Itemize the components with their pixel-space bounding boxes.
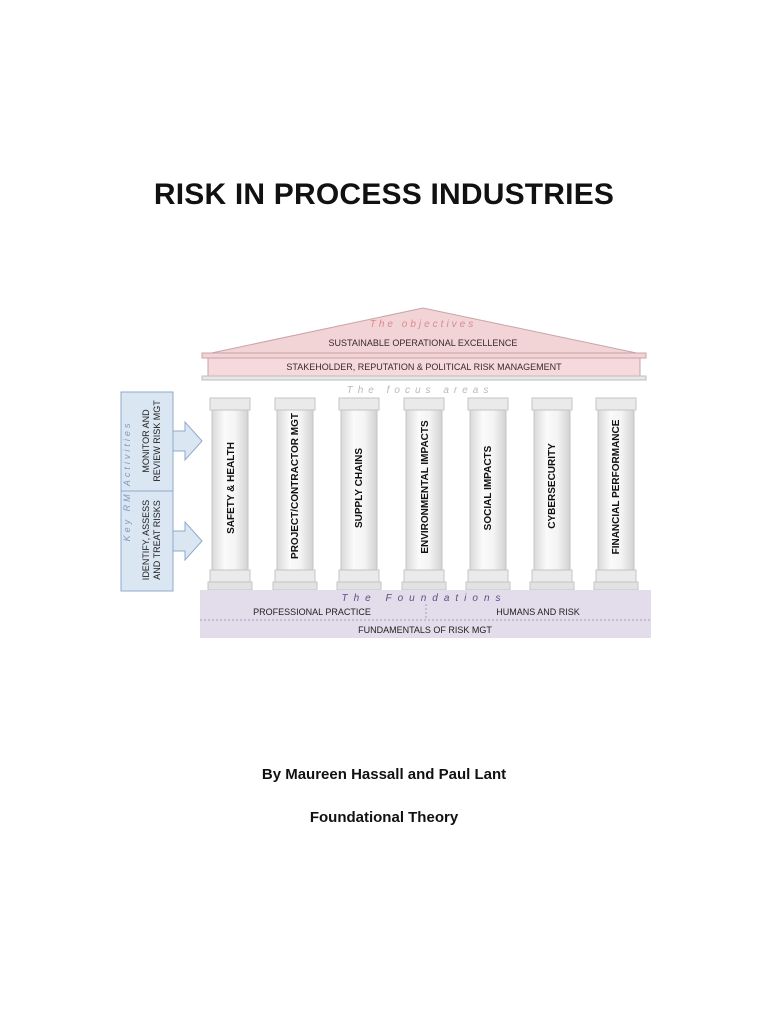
- pillar-label: FINANCIAL PERFORMANCE: [611, 419, 622, 554]
- pillar-financial-performance: FINANCIAL PERFORMANCE: [593, 397, 639, 591]
- pillar-label: PROJECT/CONTRACTOR MGT: [290, 413, 301, 559]
- subtitle: Foundational Theory: [309, 809, 459, 826]
- pillars-group: SAFETY & HEALTH PROJECT/CONTRACTOR MGT S…: [207, 397, 639, 591]
- activity-monitor-line1: MONITOR AND: [141, 409, 151, 473]
- pillar-label: SOCIAL IMPACTS: [483, 445, 494, 530]
- pillar-project-contractor-mgt: PROJECT/CONTRACTOR MGT: [272, 397, 318, 591]
- objective-top-label: SUSTAINABLE OPERATIONAL EXCELLENCE: [329, 338, 518, 348]
- pillar-cybersecurity: CYBERSECURITY: [529, 397, 575, 591]
- foundation-left-label: PROFESSIONAL PRACTICE: [253, 607, 371, 617]
- byline: By Maureen Hassall and Paul Lant: [261, 766, 507, 783]
- pillar-safety-health: SAFETY & HEALTH: [207, 397, 253, 591]
- pillar-label: ENVIRONMENTAL IMPACTS: [420, 420, 431, 554]
- architrave: [201, 375, 647, 381]
- foundation-right-label: HUMANS AND RISK: [496, 607, 580, 617]
- activities-label: Key RM Activities: [122, 421, 132, 542]
- objective-band-label: STAKEHOLDER, REPUTATION & POLITICAL RISK…: [286, 362, 562, 372]
- objectives-label: The objectives: [370, 319, 476, 330]
- activity-identify-line2: AND TREAT RISKS: [152, 500, 162, 580]
- activity-identify-line1: IDENTIFY, ASSESS: [141, 500, 151, 580]
- pillar-social-impacts: SOCIAL IMPACTS: [465, 397, 511, 591]
- foundations-label: The Foundations: [341, 593, 506, 604]
- focus-areas-label: The focus areas: [347, 385, 494, 396]
- activity-monitor-line2: REVIEW RISK MGT: [152, 400, 162, 482]
- pillar-label: SUPPLY CHAINS: [354, 448, 365, 528]
- pillar-label: SAFETY & HEALTH: [226, 442, 237, 534]
- pillar-environmental-impacts: ENVIRONMENTAL IMPACTS: [401, 397, 447, 591]
- arrow-right-icon: [172, 520, 203, 562]
- pillar-supply-chains: SUPPLY CHAINS: [336, 397, 382, 591]
- pillar-label: CYBERSECURITY: [547, 443, 558, 529]
- arrow-right-icon: [172, 420, 203, 462]
- roof-lintel: [201, 352, 647, 359]
- page-title: RISK IN PROCESS INDUSTRIES: [153, 178, 615, 211]
- foundation-base-label: FUNDAMENTALS OF RISK MGT: [358, 625, 492, 635]
